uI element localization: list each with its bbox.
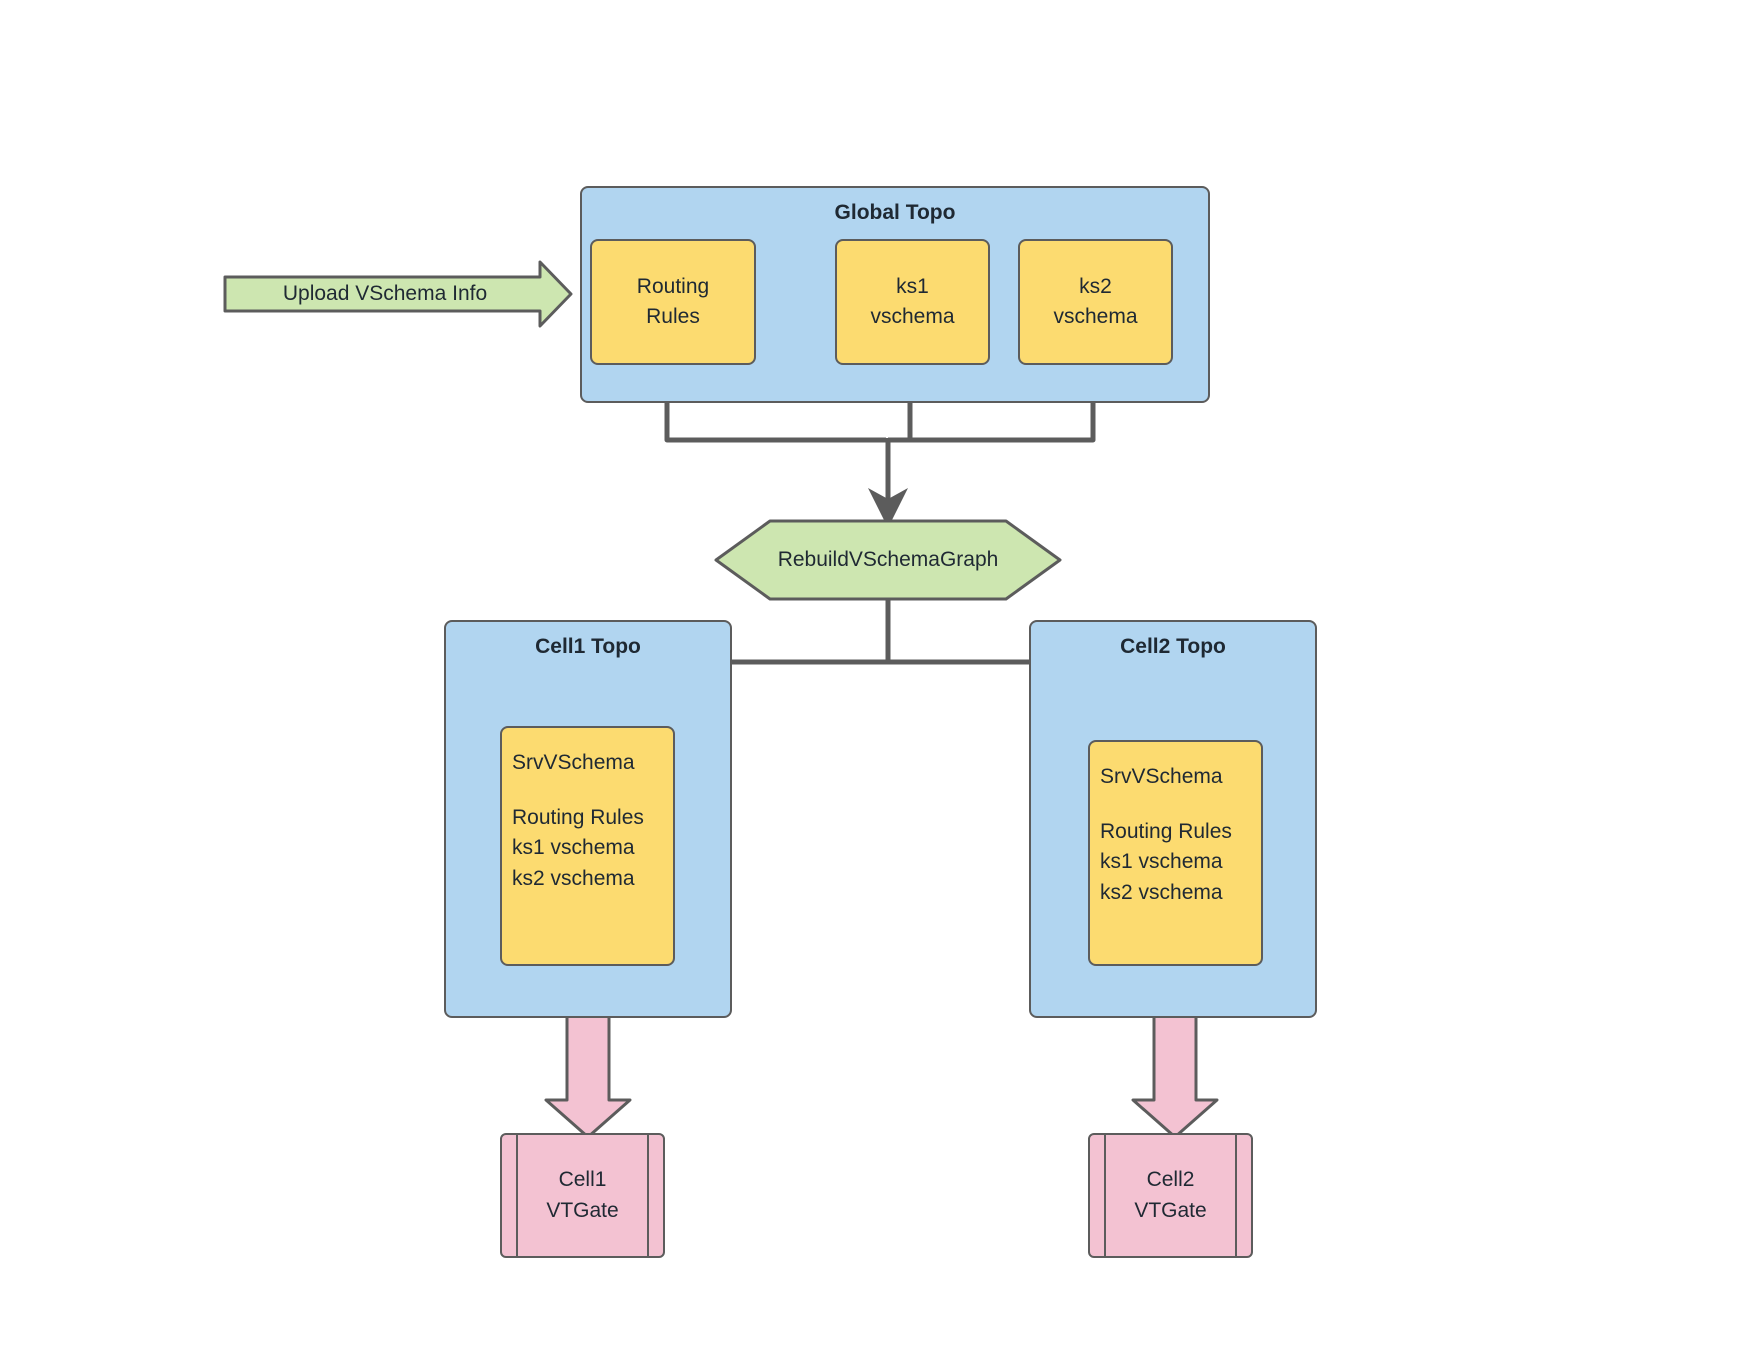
cell2-srvvschema-heading: SrvVSchema: [1100, 765, 1223, 788]
cell2-vtgate-node[interactable]: Cell2 VTGate: [1088, 1133, 1253, 1258]
hexagon-shape-icon: [714, 519, 1062, 601]
cell2-vtgate-label: Cell2 VTGate: [1134, 1168, 1207, 1222]
cell2-topo-title: Cell2 Topo: [1120, 635, 1226, 658]
cell2-srvvschema-items: Routing Rules ks1 vschema ks2 vschema: [1100, 819, 1232, 904]
store-routing-rules[interactable]: Routing Rules: [590, 239, 756, 365]
store-ks1-vschema-label: ks1 vschema: [870, 274, 955, 328]
store-ks2-vschema-label: ks2 vschema: [1053, 274, 1138, 328]
cell1-srvvschema-items: Routing Rules ks1 vschema ks2 vschema: [512, 805, 644, 890]
cell1-topo-title: Cell1 Topo: [535, 635, 641, 658]
block-arrow-right-icon: [223, 260, 573, 328]
cell2-srvvschema-box[interactable]: SrvVSchema Routing Rules ks1 vschema ks2…: [1088, 740, 1263, 966]
upload-vschema-callout[interactable]: Upload VSchema Info: [222, 259, 574, 329]
cell1-srvvschema-box[interactable]: SrvVSchema Routing Rules ks1 vschema ks2…: [500, 726, 675, 966]
cell1-vtgate-label: Cell1 VTGate: [546, 1168, 619, 1222]
store-ks1-vschema[interactable]: ks1 vschema: [835, 239, 990, 365]
global-topo-title: Global Topo: [834, 201, 956, 224]
store-ks2-vschema[interactable]: ks2 vschema: [1018, 239, 1173, 365]
cell1-vtgate-node[interactable]: Cell1 VTGate: [500, 1133, 665, 1258]
upload-vschema-label: Upload VSchema Info: [282, 282, 488, 305]
rebuild-vschema-graph-label: RebuildVSchemaGraph: [777, 548, 999, 571]
cell1-srvvschema-heading: SrvVSchema: [512, 751, 635, 774]
rebuild-vschema-graph-node[interactable]: RebuildVSchemaGraph: [713, 518, 1063, 602]
store-routing-rules-label: Routing Rules: [636, 274, 710, 328]
